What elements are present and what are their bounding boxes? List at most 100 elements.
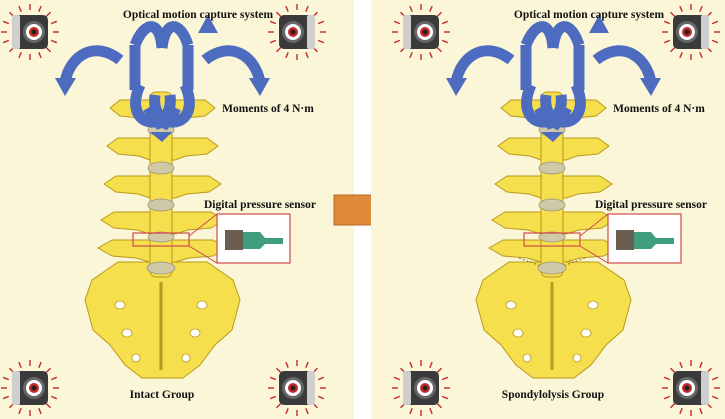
camera-rays [392, 360, 450, 416]
camera-icon [662, 4, 720, 60]
camera-ray [276, 403, 282, 409]
camera-ray [18, 5, 22, 12]
group-label: Intact Group [130, 389, 195, 401]
camera-ray [670, 11, 676, 17]
camera-ray [699, 52, 703, 59]
camera-icon [1, 360, 59, 416]
camera-ray [285, 408, 289, 415]
camera-ray [663, 20, 671, 25]
camera-ray [285, 52, 289, 59]
camera-ray [50, 376, 58, 381]
camera-ray [699, 408, 703, 415]
camera-ray [711, 20, 719, 25]
camera-ray [679, 5, 683, 12]
camera-ray [2, 395, 10, 400]
camera-ray [305, 408, 309, 415]
camera-icon [392, 4, 450, 60]
camera-rays [1, 360, 59, 416]
camera-ray [18, 361, 22, 368]
camera-ray [429, 361, 433, 368]
camera-ray [38, 408, 42, 415]
spondylolysis-diagram: Optical motion capture system Moments of… [392, 4, 720, 416]
camera-ray [429, 52, 433, 59]
camera-ray [45, 47, 51, 53]
camera-ray [317, 376, 325, 381]
camera-ray [436, 367, 442, 373]
group-label: Spondylolysis Group [502, 389, 604, 401]
camera-ray [38, 52, 42, 59]
camera-ray [317, 39, 325, 44]
camera-rays [268, 4, 326, 60]
camera-ray [285, 5, 289, 12]
camera-ray [393, 20, 401, 25]
camera-label: Optical motion capture system [123, 9, 274, 21]
camera-ray [441, 20, 449, 25]
camera-ray [441, 395, 449, 400]
camera-ray [436, 403, 442, 409]
camera-ray [305, 361, 309, 368]
moment-arrow-icon [450, 21, 657, 131]
camera-ray [670, 47, 676, 53]
moment-label: Moments of 4 N·m [222, 103, 314, 115]
moment-label: Moments of 4 N·m [613, 103, 705, 115]
camera-ray [269, 395, 277, 400]
camera-ray [317, 20, 325, 25]
moment-arrow-icon [59, 21, 266, 131]
camera-ray [2, 376, 10, 381]
sensor-location [523, 213, 609, 264]
camera-icon [1, 4, 59, 60]
camera-ray [679, 408, 683, 415]
camera-ray [670, 367, 676, 373]
camera-ray [18, 52, 22, 59]
camera-ray [663, 376, 671, 381]
camera-icon [662, 360, 720, 416]
camera-ray [429, 5, 433, 12]
camera-ray [50, 395, 58, 400]
camera-ray [663, 395, 671, 400]
camera-ray [679, 52, 683, 59]
camera-ray [699, 361, 703, 368]
camera-icon [268, 4, 326, 60]
camera-ray [276, 367, 282, 373]
camera-ray [679, 361, 683, 368]
camera-ray [38, 5, 42, 12]
camera-ray [429, 408, 433, 415]
camera-icon [392, 360, 450, 416]
camera-ray [317, 395, 325, 400]
camera-ray [699, 5, 703, 12]
camera-ray [663, 39, 671, 44]
camera-ray [45, 403, 51, 409]
camera-ray [38, 361, 42, 368]
camera-ray [269, 20, 277, 25]
camera-ray [305, 52, 309, 59]
camera-ray [409, 5, 413, 12]
panel-spondylolysis: Optical motion capture system Moments of… [371, 0, 725, 419]
camera-ray [409, 408, 413, 415]
camera-icon [268, 360, 326, 416]
camera-ray [45, 367, 51, 373]
camera-ray [436, 11, 442, 17]
camera-ray [269, 39, 277, 44]
camera-ray [269, 376, 277, 381]
camera-ray [45, 11, 51, 17]
camera-ray [670, 403, 676, 409]
camera-ray [2, 39, 10, 44]
camera-ray [2, 20, 10, 25]
camera-ray [285, 361, 289, 368]
camera-ray [409, 361, 413, 368]
camera-rays [662, 360, 720, 416]
camera-ray [305, 5, 309, 12]
sensor-location [132, 213, 218, 264]
camera-ray [711, 376, 719, 381]
camera-label: Optical motion capture system [514, 9, 665, 21]
panel-intact: Optical motion capture system Moments of… [0, 0, 354, 419]
camera-ray [711, 39, 719, 44]
camera-ray [441, 376, 449, 381]
camera-ray [276, 11, 282, 17]
camera-ray [18, 408, 22, 415]
camera-ray [276, 47, 282, 53]
pressure-sensor-icon [607, 213, 682, 264]
camera-ray [393, 395, 401, 400]
camera-ray [441, 39, 449, 44]
